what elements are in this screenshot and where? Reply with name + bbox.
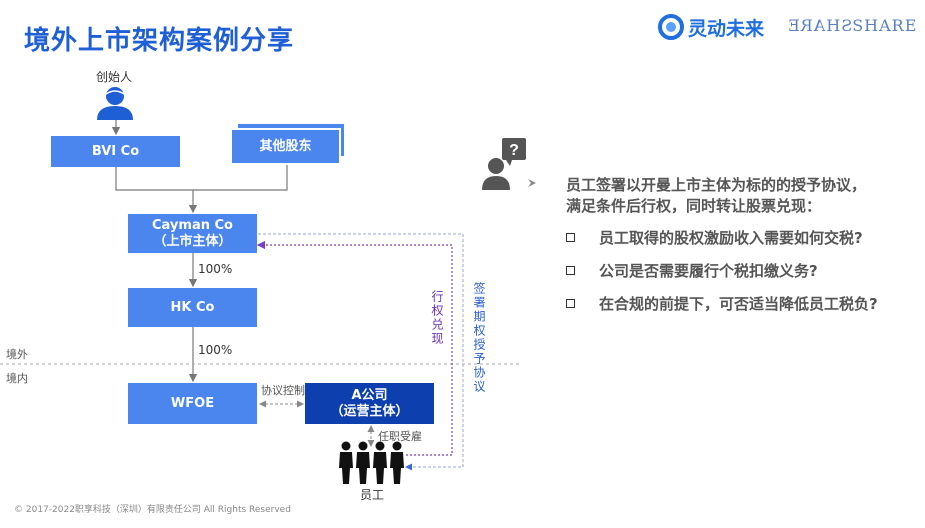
exercise-line: [256, 240, 453, 456]
checkbox-bullet-icon: [566, 233, 575, 242]
wfoe-box: WFOE: [128, 383, 257, 424]
question-text: 在合规的前提下，可否适当降低员工税负?: [599, 295, 878, 313]
hk-box: HK Co: [128, 288, 257, 327]
brand-swirl-icon: [658, 14, 684, 40]
vie-control-label: 协议控制: [261, 384, 305, 397]
cayman-name: Cayman Co: [152, 217, 233, 233]
a-company-name: A公司: [351, 387, 388, 403]
cayman-box: Cayman Co （上市主体）: [128, 214, 257, 253]
questions-intro-line2: 满足条件后行权，同时转让股票兑现：: [566, 197, 822, 215]
question-text: 员工取得的股权激励收入需要如何交税?: [599, 229, 863, 247]
brand-name: 灵动未来: [688, 17, 765, 40]
pct-hk-wfoe: 100%: [198, 343, 233, 357]
cayman-subtitle: （上市主体）: [153, 233, 232, 249]
bvi-box: BVI Co: [51, 136, 180, 167]
a-company-subtitle: （运营主体）: [330, 403, 409, 419]
exercise-label: 行权兑现: [430, 290, 444, 346]
checkbox-bullet-icon: [566, 266, 575, 275]
employees-label: 员工: [360, 488, 385, 502]
others-to-merge-line: [193, 165, 288, 191]
share-text: SHARE: [852, 16, 918, 35]
grant-agreement-label: 签署期权授予协议: [472, 282, 486, 394]
question-item: 在合规的前提下，可否适当降低员工税负?: [566, 293, 878, 314]
founder-person-icon: [97, 87, 133, 120]
bvi-to-merge-line: [115, 167, 193, 191]
questions-intro-line1: 员工签署以开曼上市主体为标的的授予协议，: [566, 176, 867, 194]
other-shareholders-box: 其他股东: [230, 128, 341, 165]
checkbox-bullet-icon: [566, 299, 575, 308]
pct-cayman-hk: 100%: [198, 262, 233, 276]
employment-label: 任职受雇: [378, 430, 422, 443]
question-item: 员工取得的股权激励收入需要如何交税?: [566, 227, 863, 248]
question-person-icon: ?: [482, 138, 526, 190]
question-item: 公司是否需要履行个税扣缴义务?: [566, 260, 818, 281]
pointer-arrow-icon: [528, 179, 536, 187]
founder-label: 创始人: [96, 70, 133, 84]
svg-text:?: ?: [509, 142, 519, 159]
copyright-footer: © 2017-2022职享科技（深圳）有限责任公司 All Rights Res…: [14, 505, 291, 515]
page-title: 境外上市架构案例分享: [24, 26, 295, 56]
brand-logo: 灵动未来: [658, 12, 764, 42]
offshore-label: 境外: [6, 348, 28, 361]
a-company-box: A公司 （运营主体）: [305, 383, 434, 424]
share-logo: SHARESHARE: [787, 16, 917, 35]
grant-line: [258, 233, 464, 471]
question-text: 公司是否需要履行个税扣缴义务?: [599, 262, 818, 280]
onshore-label: 境内: [6, 372, 28, 385]
employees-group-icon: [339, 441, 404, 484]
